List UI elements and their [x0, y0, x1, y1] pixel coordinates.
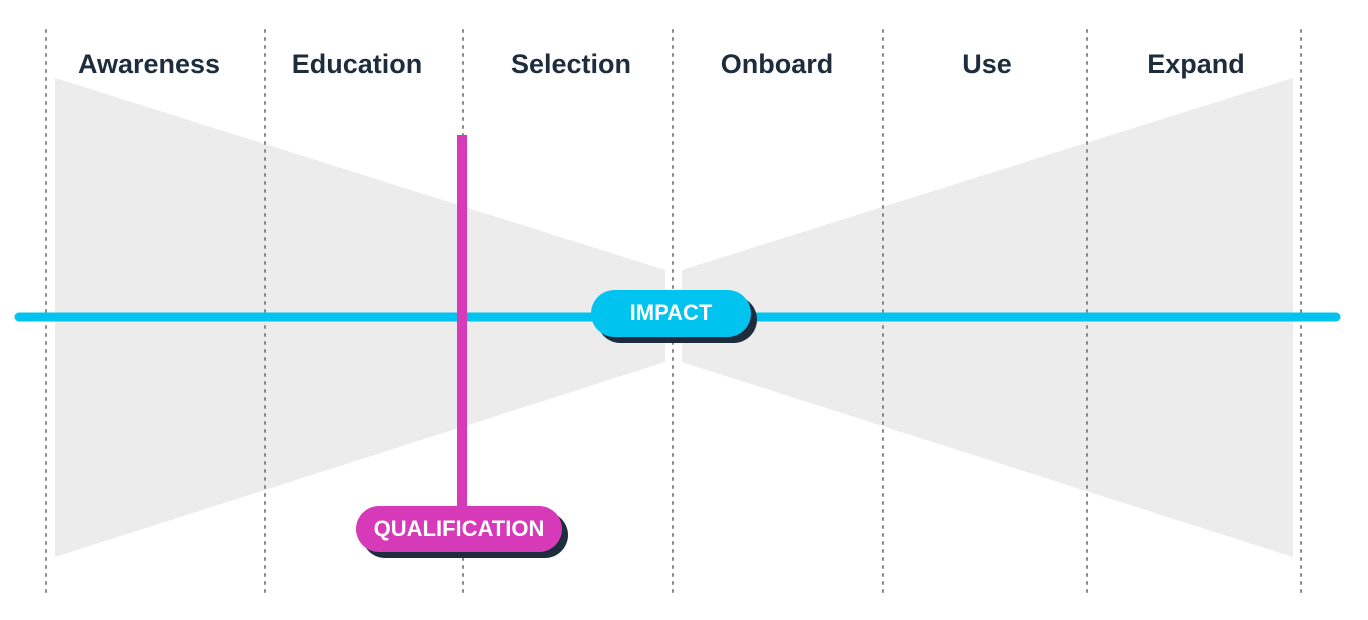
impact-label: IMPACT: [630, 300, 713, 325]
impact-pill-body: [591, 290, 751, 337]
stage-label-awareness: Awareness: [78, 49, 220, 79]
qualification-pill: QUALIFICATION: [356, 506, 568, 558]
stage-label-education: Education: [292, 49, 423, 79]
stage-label-onboard: Onboard: [721, 49, 834, 79]
impact-pill: IMPACT: [591, 290, 757, 343]
stage-label-expand: Expand: [1147, 49, 1245, 79]
stage-label-use: Use: [962, 49, 1012, 79]
qualification-line: [457, 135, 467, 515]
stage-label-selection: Selection: [511, 49, 631, 79]
qualification-label: QUALIFICATION: [374, 516, 545, 541]
qualification-pill-body: [356, 506, 562, 552]
